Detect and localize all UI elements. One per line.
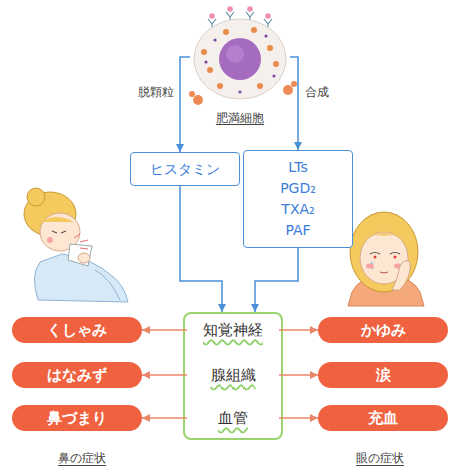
edge-label: 脱顆粒: [138, 84, 174, 101]
arrow-connector: [279, 329, 318, 331]
symptom-pill-text: 涙: [376, 366, 391, 385]
mast-cell-text: 肥満細胞: [160, 110, 320, 127]
released-granule: [291, 81, 297, 87]
itchy-eye-person-part: [366, 264, 374, 269]
arrow-connector: [180, 186, 222, 312]
arrow-connector: [142, 374, 187, 376]
sneezing-person-part: [95, 270, 120, 300]
arrow-connector: [290, 57, 298, 150]
granule: [238, 90, 241, 93]
granule: [201, 49, 207, 55]
target-tissue: 腺組織: [187, 362, 279, 388]
granule: [251, 27, 257, 33]
arrow-connector: [279, 417, 318, 419]
granule: [204, 60, 207, 63]
edge-label: 合成: [305, 84, 329, 101]
mast-cell: 肥満細胞: [190, 12, 290, 102]
target-tissue-text: 知覚神経: [203, 321, 263, 340]
released-granule: [283, 85, 293, 95]
cell-outline: [190, 12, 290, 102]
itchy-eye-person-part: [360, 233, 408, 244]
itchy-eye-person-part: [350, 212, 418, 292]
mediator-box-text: ヒスタミン: [150, 159, 220, 180]
symptom-pill-text: くしゃみ: [47, 321, 107, 340]
symptom-pill-text: 鼻づまり: [47, 409, 107, 428]
arrow-connector: [142, 417, 187, 419]
symptom-pill: はなみず: [12, 362, 142, 388]
mediator-box-text: PAF: [285, 220, 310, 241]
mediator-box-text: TXA₂: [281, 199, 314, 220]
sneezing-person-part: [74, 234, 88, 249]
granule: [267, 45, 273, 51]
mediator-box: ヒスタミン: [130, 152, 240, 186]
itchy-eye-person-part: [370, 253, 400, 255]
symptom-pill-text: かゆみ: [361, 321, 406, 340]
arrow-connector: [180, 57, 190, 152]
ige: [247, 6, 253, 12]
granule: [273, 61, 279, 67]
sneezing-person-part: [27, 188, 45, 206]
sneezing-person-part: [52, 231, 66, 233]
sneezing-person: [24, 188, 128, 302]
granule: [257, 83, 263, 89]
symptom-pill-text: はなみず: [47, 366, 107, 385]
arrow-connector: [142, 329, 187, 331]
ige: [209, 13, 215, 19]
nucleus: [219, 38, 261, 80]
ige: [227, 6, 233, 12]
symptom-pill: くしゃみ: [12, 317, 142, 343]
symptom-pill: 涙: [318, 362, 448, 388]
target-tissue: 知覚神経: [187, 317, 279, 343]
mediator-box-text: PGD₂: [280, 178, 316, 199]
symptom-pill-text: 充血: [368, 409, 398, 428]
granule: [213, 38, 216, 41]
target-tissue-text: 腺組織: [211, 366, 256, 385]
arrow-connector: [255, 248, 298, 312]
sneezing-person-part: [78, 253, 90, 263]
granule: [272, 74, 275, 77]
granule: [223, 29, 229, 35]
itchy-eye-person-part: [374, 256, 377, 259]
ige: [265, 13, 271, 19]
released-granule: [193, 95, 203, 105]
granule: [217, 83, 223, 89]
target-tissue: 血管: [187, 405, 279, 431]
symptom-pill: 充血: [318, 405, 448, 431]
group-caption: 鼻の症状: [58, 450, 106, 467]
target-box: 知覚神経腺組織血管: [183, 312, 283, 440]
symptom-pill: 鼻づまり: [12, 405, 142, 431]
target-tissue-text: 血管: [218, 409, 248, 428]
granule: [207, 67, 213, 73]
group-caption: 眼の症状: [356, 450, 404, 467]
symptom-pill: かゆみ: [318, 317, 448, 343]
sneezing-person-part: [68, 244, 92, 266]
itchy-eye-person-part: [394, 256, 397, 259]
cell-body: [194, 19, 286, 99]
sneezing-person-part: [34, 254, 128, 302]
nucleus-shine: [226, 45, 244, 63]
released-granule: [189, 91, 195, 97]
itchy-eye-person-part: [392, 261, 410, 290]
granule: [264, 34, 267, 37]
arrow-connector: [279, 374, 318, 376]
sneezing-person-part: [47, 237, 53, 243]
sneezing-person-part: [42, 217, 74, 222]
itchy-eye-person-part: [380, 272, 388, 273]
itchy-eye-person: [348, 212, 424, 306]
mediator-box: LTsPGD₂TXA₂PAF: [243, 150, 353, 248]
mediator-box-text: LTs: [288, 157, 307, 178]
